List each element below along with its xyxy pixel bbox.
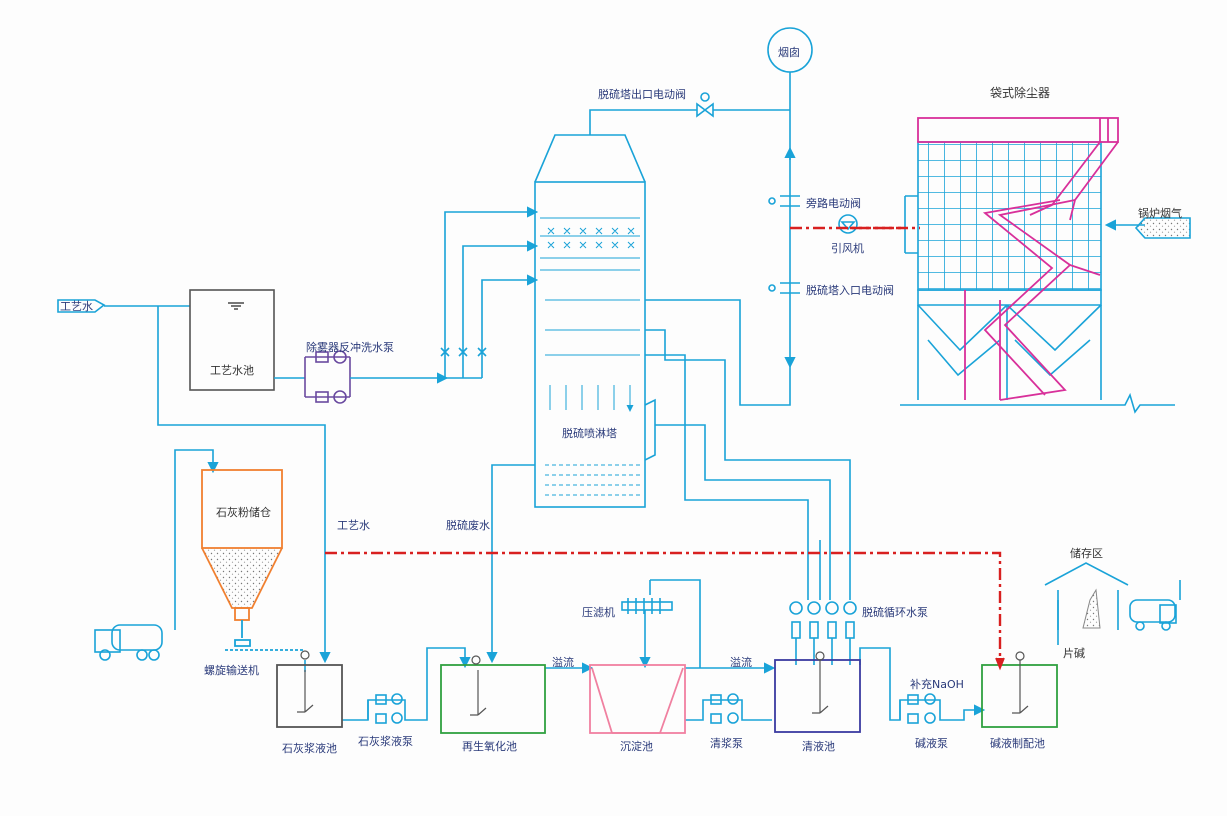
- lime-silo-label: 石灰粉储仓: [216, 506, 271, 519]
- circ-pump-label: 脱硫循环水泵: [862, 606, 928, 619]
- process-water-inlet-label: 工艺水: [60, 300, 93, 313]
- bypass-valve-icon: [768, 195, 800, 207]
- bag-filter: [900, 141, 1175, 414]
- process-water-inlet: [57, 299, 331, 664]
- boiler-flue-label: 锅炉烟气: [1138, 207, 1182, 220]
- alkali-pump-label: 碱液泵: [915, 737, 948, 750]
- demister-pump-label: 除雾器反冲洗水泵: [306, 341, 394, 354]
- alkali-pump-icon: [899, 693, 936, 724]
- spray-tower: [534, 109, 697, 508]
- process-water-line-label: 工艺水: [337, 519, 370, 532]
- regen-tank-label: 再生氧化池: [462, 740, 517, 753]
- process-water-tank: [189, 289, 275, 391]
- backwash-lines: [440, 206, 539, 379]
- storage-area-label: 储存区: [1070, 547, 1103, 560]
- screw-conveyor-label: 螺旋输送机: [204, 664, 259, 677]
- circulation-pipes: [645, 299, 851, 600]
- tower-internals: [540, 217, 640, 496]
- demister-pump-icon: [304, 350, 351, 404]
- slurry-pump-label: 清浆泵: [710, 737, 743, 750]
- overflow-label-1: 溢流: [552, 656, 574, 669]
- outlet-valve-label: 脱硫塔出口电动阀: [598, 88, 686, 101]
- waste-water-line-label: 脱硫废水: [446, 519, 490, 532]
- inlet-valve-icon: [768, 282, 800, 294]
- spray-tower-label: 脱硫喷淋塔: [562, 427, 617, 440]
- bag-filter-label: 袋式除尘器: [990, 86, 1051, 100]
- regen-tank: [440, 664, 546, 734]
- filter-press-label: 压滤机: [582, 606, 615, 619]
- lime-slurry-pump-label: 石灰浆液泵: [358, 735, 413, 748]
- flake-alkali-label: 片碱: [1063, 647, 1085, 660]
- overflow-label-2: 溢流: [730, 656, 752, 669]
- storage-area-icon: [1044, 562, 1129, 630]
- alkali-tank-label: 碱液制配池: [990, 737, 1045, 750]
- tower-cross-marks: [547, 227, 635, 249]
- spray-nozzles: [549, 385, 630, 410]
- fan-label: 引风机: [831, 242, 864, 255]
- water-level-icon: [228, 302, 244, 310]
- filter-press-icon: [621, 598, 673, 669]
- outlet-valve-icon: [696, 92, 714, 118]
- clear-tank-label: 清液池: [802, 740, 835, 753]
- flue-gas-line: [325, 226, 1002, 665]
- lime-slurry-tank-label: 石灰浆液池: [282, 742, 337, 755]
- inlet-valve-label: 脱硫塔入口电动阀: [806, 284, 894, 297]
- bypass-valve-label: 旁路电动阀: [806, 197, 861, 210]
- slurry-pump-icon: [710, 693, 739, 724]
- access-ladder: [917, 117, 1119, 401]
- fan-icon: [838, 214, 858, 234]
- truck-icon-left: [94, 624, 163, 661]
- process-water-tank-label: 工艺水池: [210, 364, 254, 377]
- settling-tank: [589, 664, 686, 734]
- circ-pump-icon: [789, 601, 857, 665]
- lime-slurry-tank: [276, 664, 343, 728]
- naoh-supply-label: 补充NaOH: [910, 678, 964, 691]
- lime-silo: [201, 469, 283, 621]
- clear-tank: [774, 659, 861, 733]
- lime-slurry-pump-icon: [367, 693, 403, 724]
- truck-icon-right: [1129, 599, 1177, 631]
- chimney-label: 烟囱: [778, 46, 800, 59]
- settling-tank-label: 沉淀池: [620, 740, 653, 753]
